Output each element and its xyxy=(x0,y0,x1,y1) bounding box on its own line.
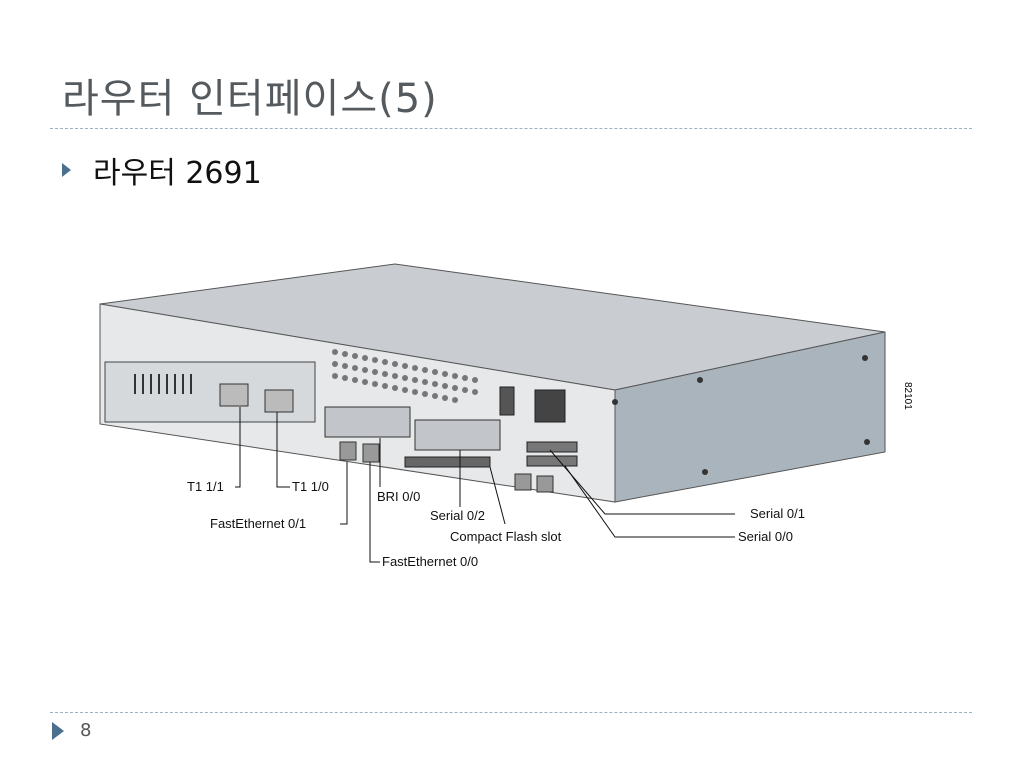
compact-flash-slot xyxy=(404,456,491,468)
label-serial-0-2: Serial 0/2 xyxy=(430,508,485,523)
label-serial-0-0: Serial 0/0 xyxy=(738,529,793,544)
t1-port-0 xyxy=(264,389,294,413)
bri-module xyxy=(324,406,411,438)
module-slots xyxy=(134,374,192,394)
label-fe-0-1: FastEthernet 0/1 xyxy=(210,516,306,531)
label-bri-0-0: BRI 0/0 xyxy=(377,489,420,504)
power-connector xyxy=(534,389,566,423)
vent-grid xyxy=(332,349,478,403)
label-serial-0-1: Serial 0/1 xyxy=(750,506,805,521)
figure-id: 82101 xyxy=(902,382,913,410)
label-t1-1-1: T1 1/1 xyxy=(187,479,224,494)
bullet-text: 라우터 2691 xyxy=(93,156,262,191)
page-number: 8 xyxy=(80,720,92,741)
fe-port-0 xyxy=(362,443,380,463)
power-switch xyxy=(499,386,515,416)
bullet-arrow-icon xyxy=(62,163,71,177)
title-divider xyxy=(50,128,972,129)
footer-arrow-icon xyxy=(52,722,64,740)
bullet-item: 라우터 2691 xyxy=(62,148,262,192)
fe-port-1 xyxy=(339,441,357,461)
chassis-front xyxy=(99,303,616,503)
serial-module xyxy=(414,419,501,451)
side-rivets xyxy=(612,355,870,475)
serial-port-1 xyxy=(526,441,578,453)
footer-divider xyxy=(50,712,972,713)
label-fe-0-0: FastEthernet 0/0 xyxy=(382,554,478,569)
t1-port-1 xyxy=(219,383,249,407)
slide-title: 라우터 인터페이스(5) xyxy=(62,76,438,122)
aux-port-1 xyxy=(514,473,532,491)
router-diagram: 82101 T1 1/1 T1 1/0 FastEthernet 0/1 Fas… xyxy=(99,263,913,569)
serial-port-0 xyxy=(526,455,578,467)
aux-port-2 xyxy=(536,475,554,493)
callout-lines xyxy=(235,407,735,563)
label-t1-1-0: T1 1/0 xyxy=(292,479,329,494)
label-compact-flash: Compact Flash slot xyxy=(450,529,562,544)
